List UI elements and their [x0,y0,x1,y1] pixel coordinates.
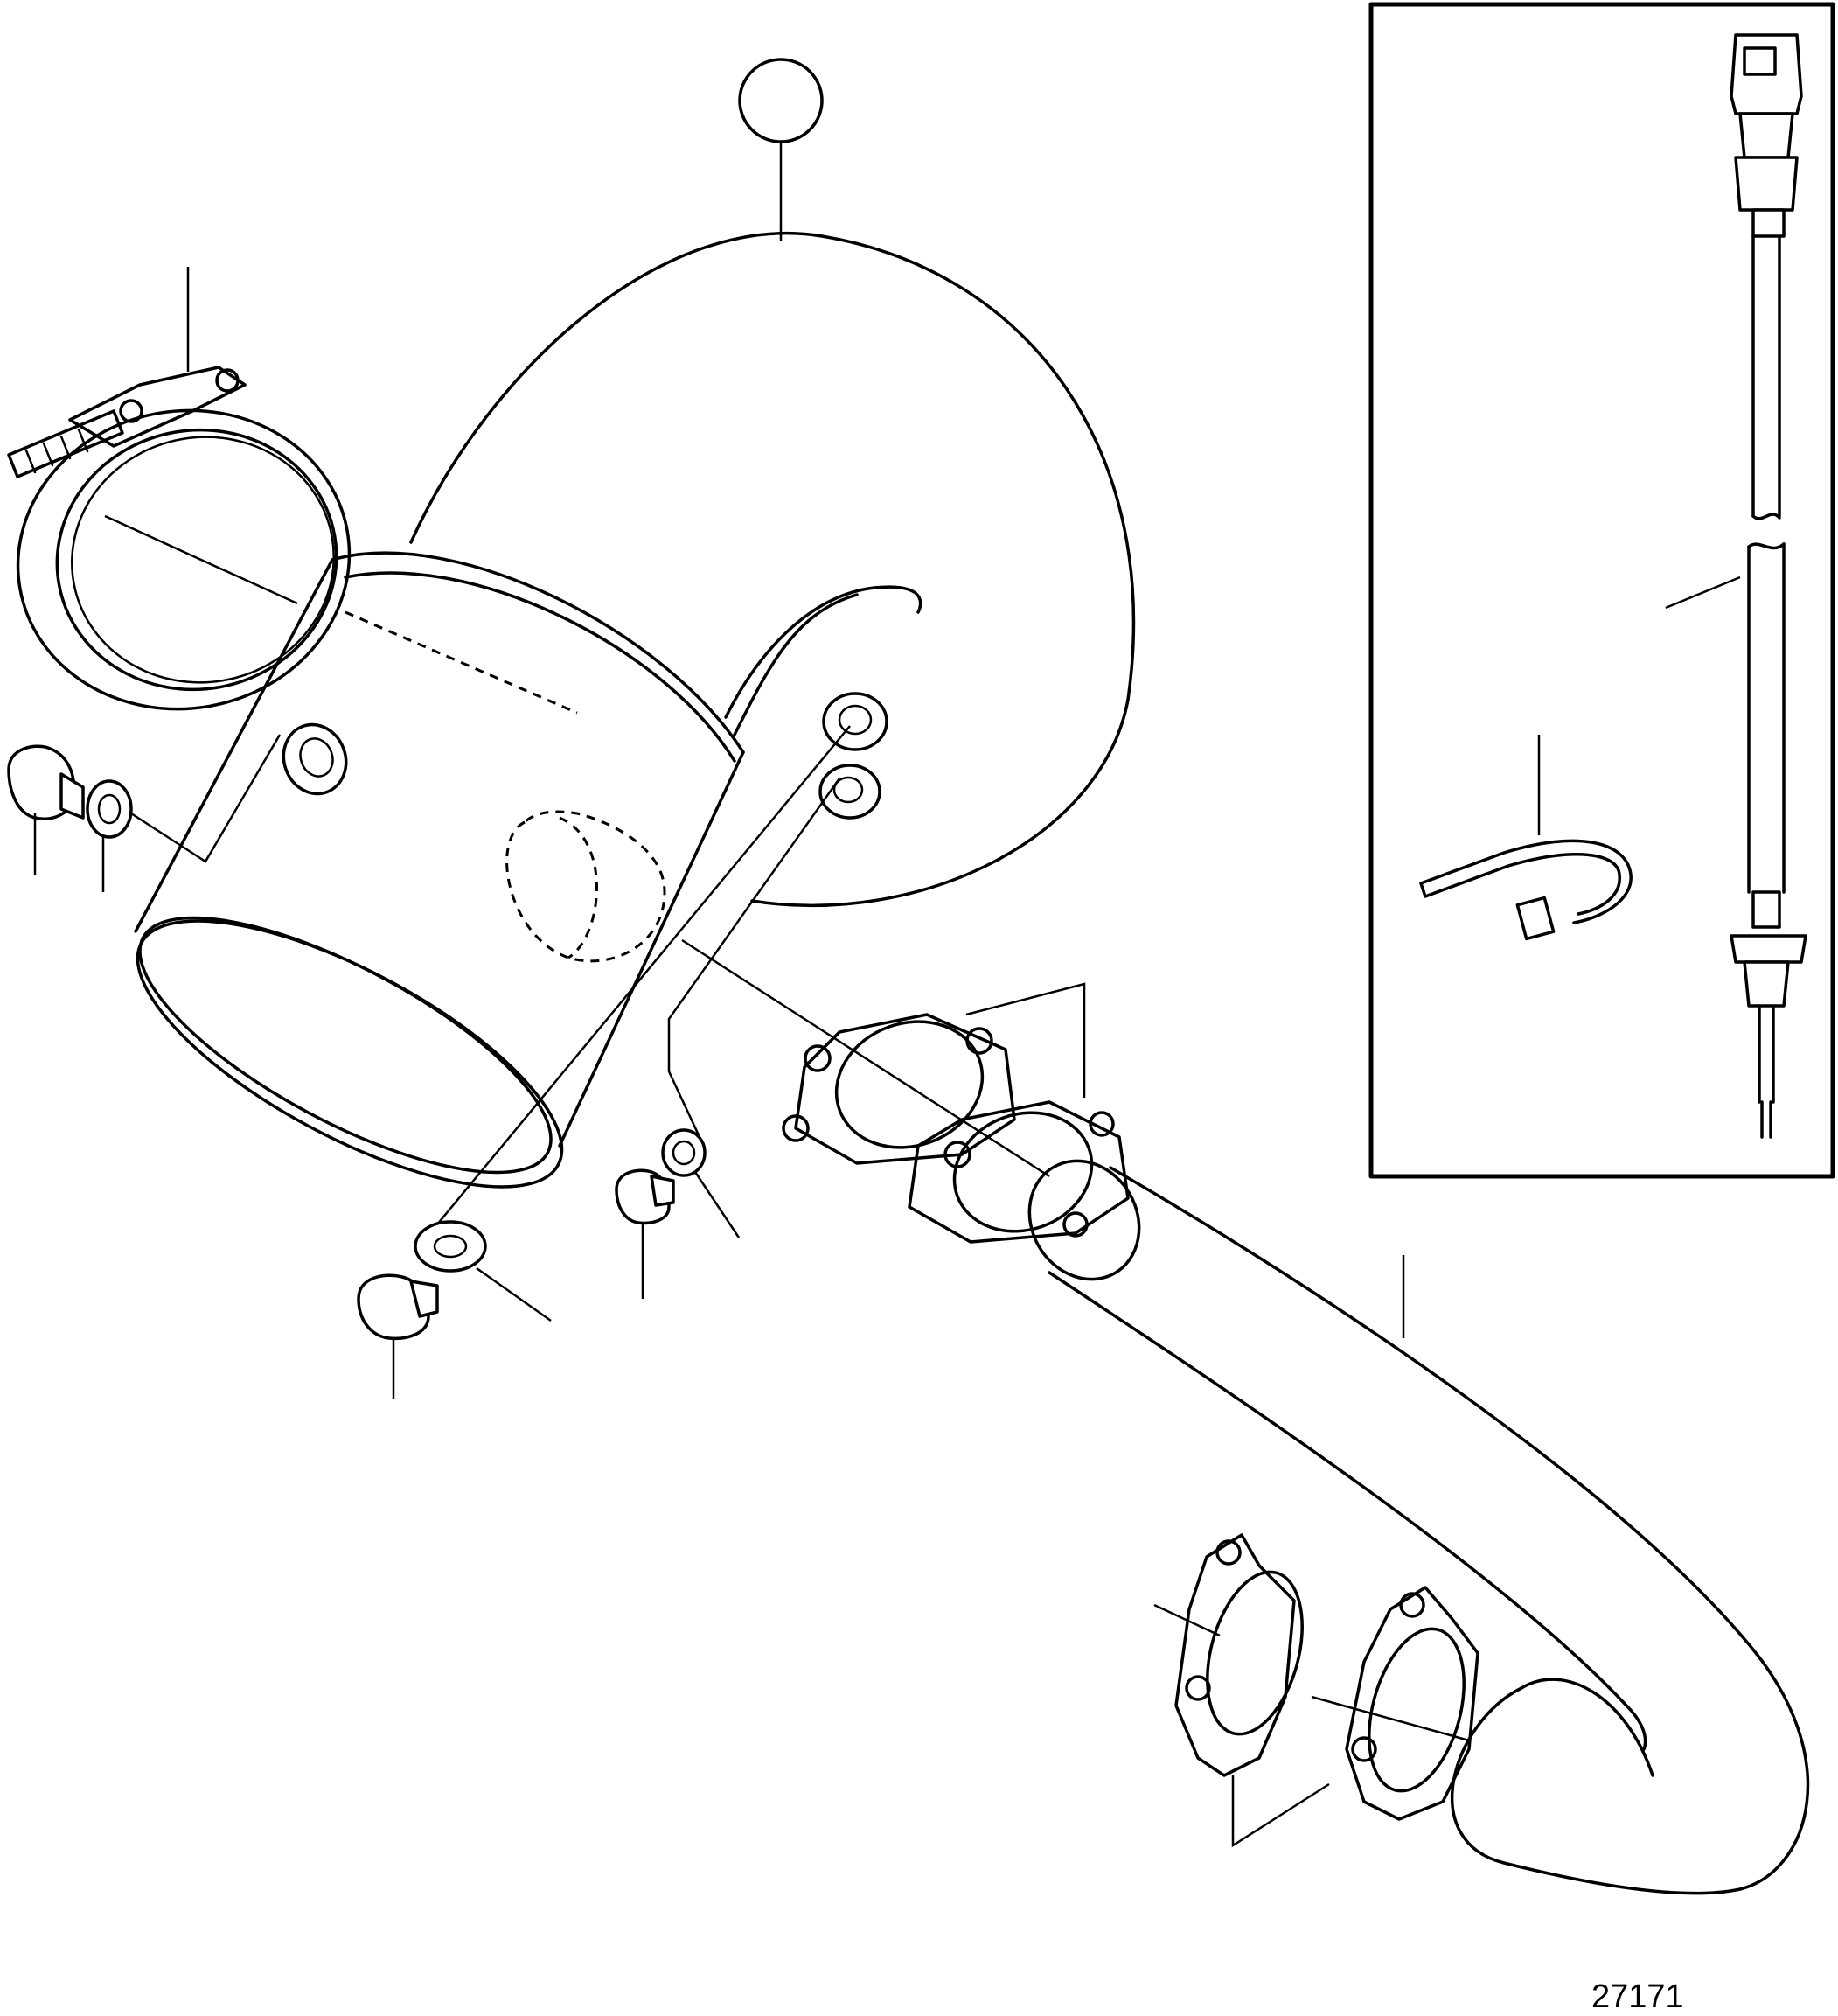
v-band-clamp [7,267,352,711]
sensor-boss-right-lower [818,764,881,820]
exhaust-tube [1027,1159,1810,1895]
sensor-boss-right-upper [822,692,888,751]
figure-number: 27171 [1591,1978,1684,2015]
plug-left [7,744,85,875]
tube-clamp-lower-right [1231,1586,1479,1848]
temperature-sensor [1665,33,1807,1139]
plug-middle [615,1168,675,1299]
plug-lower [357,1273,439,1399]
reference-circle-callout [738,58,824,241]
exhaust-elbow [409,231,1136,908]
washer-middle [661,778,841,1238]
tube-clamp-lower-left [1153,1533,1304,1777]
inset-panel [1368,2,1835,1179]
cable-tie [1419,735,1633,941]
sensor-boss-left [282,722,348,796]
tube-clamp-upper [681,938,1130,1244]
washer-lower [414,725,851,1322]
exhaust-outlet-body [134,551,745,1189]
washer-left [86,734,282,892]
